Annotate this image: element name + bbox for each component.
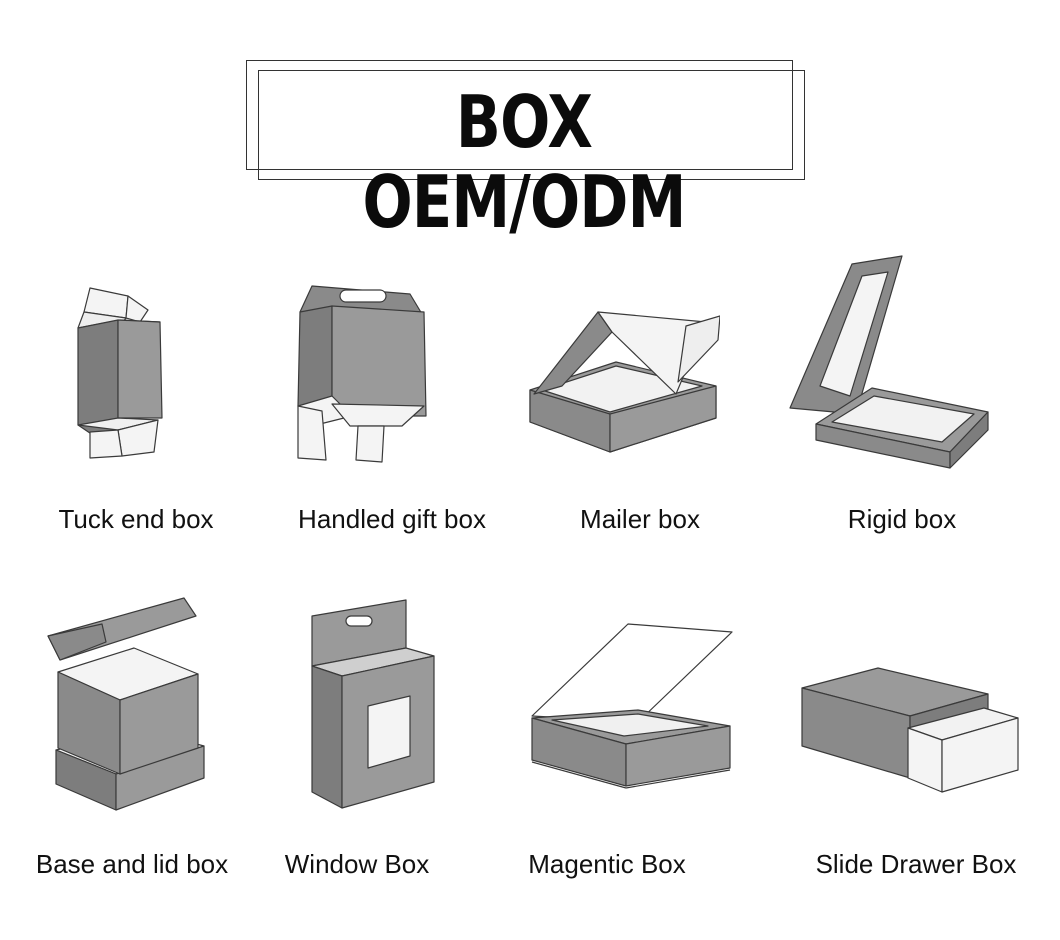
magnetic-box-icon: [531, 623, 733, 789]
handled-gift-box-icon: [297, 285, 427, 463]
box-label: Tuck end box: [58, 504, 214, 534]
box-label: Magentic Box: [528, 849, 686, 879]
window-box-icon: [311, 599, 435, 809]
box-label: Base and lid box: [35, 849, 229, 879]
base-and-lid-box-icon: [47, 597, 205, 811]
slide-drawer-box-icon: [801, 667, 1019, 793]
mailer-box-icon: [529, 311, 720, 453]
tuck-end-box-icon: [77, 287, 163, 459]
box-label: Rigid box: [847, 504, 957, 534]
box-label: Mailer box: [580, 504, 700, 534]
rigid-box-icon: [789, 255, 989, 469]
title-banner: BOX OEM/ODM: [246, 60, 806, 242]
box-label: Handled gift box: [298, 504, 486, 534]
box-label: Slide Drawer Box: [815, 849, 1017, 879]
title-frame-outer: [246, 60, 793, 170]
title-frame-inner: [258, 70, 805, 180]
page-title: BOX OEM/ODM: [362, 80, 686, 244]
box-label: Window Box: [284, 849, 430, 879]
